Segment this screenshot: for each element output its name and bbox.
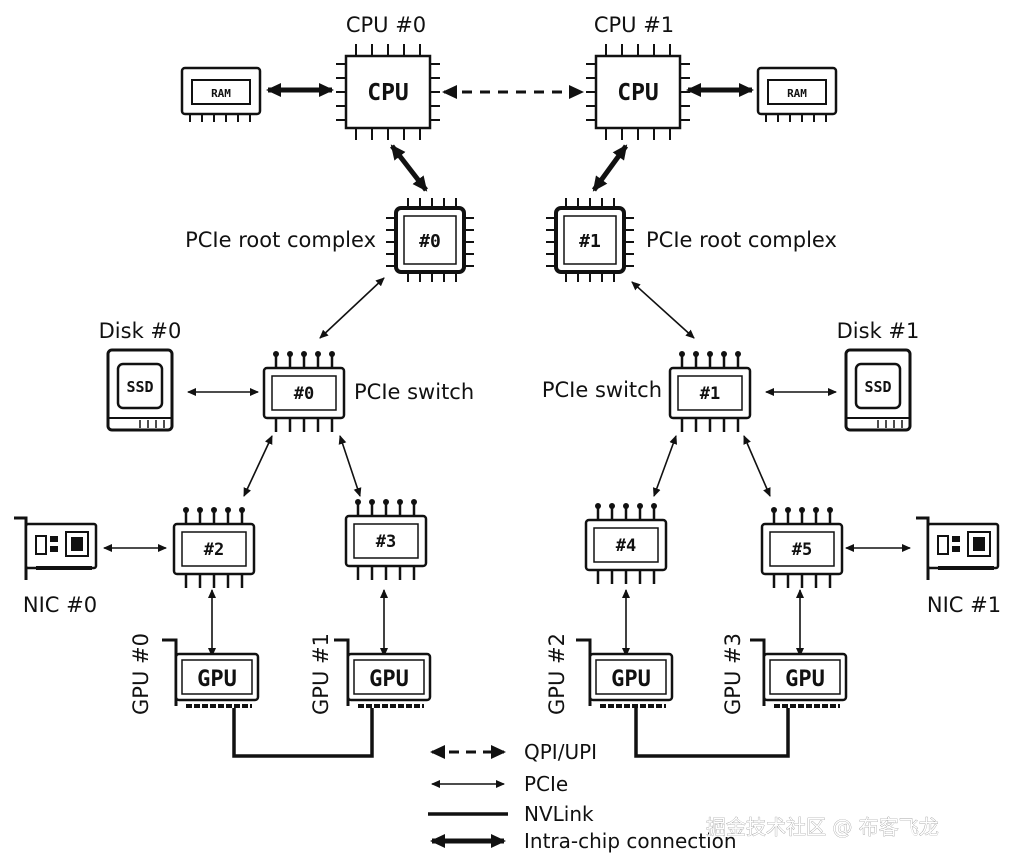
- sub-switch-3-text: #3: [376, 532, 396, 552]
- sub-switch-5-text: #5: [792, 540, 812, 560]
- nic-0: NIC #0: [14, 516, 98, 617]
- pcie-switch-0-label: PCIe switch: [354, 380, 474, 404]
- nic-1-label: NIC #1: [927, 593, 1001, 617]
- cpu-0-pins: [336, 44, 440, 140]
- disk-0-text: SSD: [126, 378, 153, 396]
- sub-switch-2: #2: [172, 507, 256, 588]
- legend-pcie-label: PCIe: [524, 772, 568, 796]
- pcie-switch-0: #0 PCIe switch: [262, 351, 474, 432]
- ram-1-text: RAM: [787, 87, 807, 100]
- gpu-0-label: GPU #0: [129, 633, 153, 715]
- cpu0-rc0-intra-link: [390, 144, 428, 192]
- gpu-3-card-text: GPU: [785, 667, 825, 692]
- gpu-3-label: GPU #3: [721, 633, 745, 715]
- ram-0: RAM: [180, 66, 262, 122]
- rc1-switch1-pcie-link: [631, 281, 695, 339]
- gpu-0-card-text: GPU: [197, 667, 237, 692]
- cpu1-rc1-intra-link: [591, 144, 629, 192]
- pcie-switch-0-text: #0: [294, 384, 314, 404]
- gpu-2-label: GPU #2: [545, 633, 569, 715]
- switch1-sub4-pcie-link: [652, 435, 678, 497]
- pcie-switch-1: #1 PCIe switch: [542, 351, 752, 432]
- gpu-2: GPU GPU #2: [545, 633, 674, 715]
- cpu-1-title: CPU #1: [594, 13, 674, 37]
- pcie-switch-1-text: #1: [700, 384, 720, 404]
- sub-switch-2-text: #2: [204, 540, 224, 560]
- sub-switch-5: #5: [760, 507, 844, 588]
- gpu-1: GPU GPU #1: [309, 633, 432, 715]
- sub-switch-3: #3: [344, 499, 428, 580]
- cpu-1: CPU CPU #1: [586, 13, 690, 140]
- gpu0-gpu1-nvlink: [232, 708, 374, 758]
- cpu-0-title: CPU #0: [346, 13, 426, 37]
- legend-qpi-label: QPI/UPI: [524, 740, 597, 764]
- gpu-0: GPU GPU #0: [129, 633, 260, 715]
- root-complex-1: #1 PCIe root complex: [546, 198, 837, 282]
- disk-1-text: SSD: [864, 378, 891, 396]
- root-complex-1-text: #1: [579, 231, 601, 252]
- sub-switch-4-text: #4: [616, 536, 636, 556]
- legend: QPI/UPI PCIe NVLink Intra-chip connectio…: [428, 740, 737, 853]
- nic-0-label: NIC #0: [23, 593, 97, 617]
- cpu-0-chip-text: CPU: [367, 80, 409, 106]
- root-complex-0: #0 PCIe root complex: [185, 198, 474, 282]
- connections: [103, 83, 911, 758]
- sub-switch-4: #4: [584, 503, 668, 584]
- root-complex-1-label: PCIe root complex: [646, 228, 837, 252]
- cpu-1-chip: [594, 54, 682, 130]
- ram-0-text: RAM: [211, 87, 231, 100]
- ram-1: RAM: [756, 66, 838, 122]
- cpu-1-chip-text: CPU: [617, 80, 659, 106]
- cpu-0: CPU CPU #0: [336, 13, 440, 140]
- disk-1-title: Disk #1: [837, 319, 920, 343]
- nic-1: NIC #1: [916, 516, 1001, 617]
- disk-0-title: Disk #0: [99, 319, 182, 343]
- legend-intra-label: Intra-chip connection: [524, 829, 737, 853]
- disk-0: Disk #0 SSD: [99, 319, 182, 432]
- root-complex-0-label: PCIe root complex: [185, 228, 376, 252]
- gpu-1-card-text: GPU: [369, 667, 409, 692]
- cpu-1-pins: [586, 44, 690, 140]
- switch1-sub5-pcie-link: [743, 435, 771, 497]
- gpu-2-card-text: GPU: [611, 667, 651, 692]
- rc0-switch0-pcie-link: [319, 277, 385, 339]
- legend-nvlink-label: NVLink: [524, 802, 594, 826]
- switch0-sub2-pcie-link: [243, 435, 273, 497]
- gpu-1-label: GPU #1: [309, 633, 333, 715]
- watermark: 掘金技术社区 @ 布客飞龙: [706, 815, 939, 839]
- cpu-0-chip: [344, 54, 432, 130]
- switch0-sub3-pcie-link: [338, 435, 362, 497]
- gpu2-gpu3-nvlink: [634, 708, 790, 758]
- gpu-3: GPU GPU #3: [721, 633, 848, 715]
- disk-1: Disk #1 SSD: [837, 319, 920, 432]
- root-complex-0-text: #0: [419, 231, 441, 252]
- pcie-switch-1-label: PCIe switch: [542, 378, 662, 402]
